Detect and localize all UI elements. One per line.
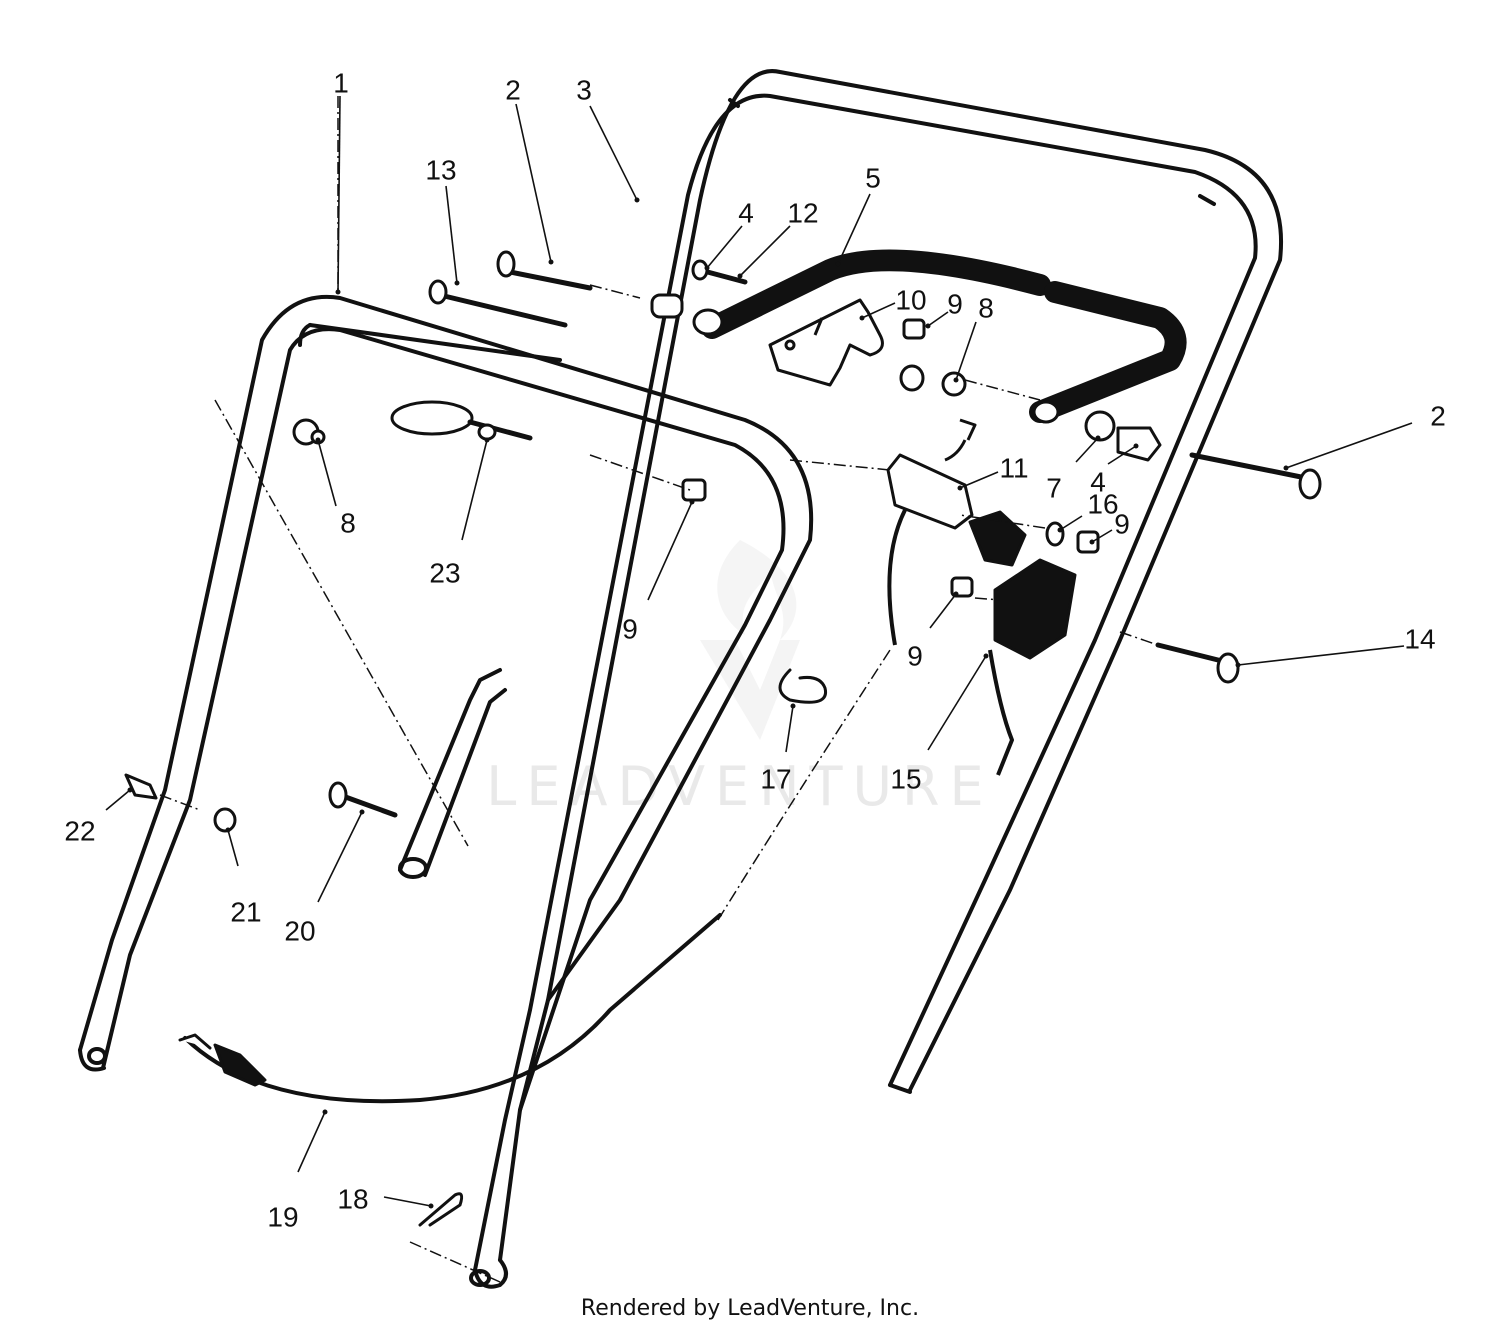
callout-leader-c10 [861, 302, 896, 319]
footer-credit: Rendered by LeadVenture, Inc. [580, 1296, 920, 1321]
callout-leader-c11 [959, 471, 999, 489]
callout-dot-c20 [359, 809, 365, 815]
callout-dot-c3 [634, 197, 640, 203]
callout-label-c4a: 4 [738, 197, 754, 228]
callout-label-c19: 19 [267, 1201, 298, 1232]
callout-leader-c1 [337, 95, 341, 293]
callout-dot-c21 [225, 827, 231, 833]
callout-label-c9d: 9 [907, 640, 923, 671]
callout-leader-c8a [955, 321, 977, 381]
callout-dot-c9b [1089, 539, 1095, 545]
callout-dot-c14 [1235, 662, 1241, 668]
watermark-logo [700, 540, 800, 740]
callout-leader-c9a [927, 311, 949, 327]
callout-label-c16: 16 [1087, 488, 1118, 519]
callout-label-c10: 10 [895, 284, 926, 315]
callout-label-c5: 5 [865, 162, 881, 193]
callout-label-c2b: 2 [1430, 400, 1446, 431]
switch-assembly [886, 418, 1077, 776]
callout-dot-c13 [454, 280, 460, 286]
callout-label-c20: 20 [284, 915, 315, 946]
callout-dot-c12 [737, 273, 743, 279]
bracket [768, 298, 884, 387]
upper-handle [469, 69, 1283, 1289]
callout-label-c1: 1 [333, 67, 349, 98]
callout-dot-c8b [315, 437, 321, 443]
callout-dot-c10 [859, 315, 865, 321]
callout-label-c13: 13 [425, 154, 456, 185]
callout-leader-c20 [317, 811, 363, 903]
callout-dot-c4a [704, 265, 710, 271]
callout-label-c9b: 9 [1114, 508, 1130, 539]
callout-dot-c4b [1133, 443, 1139, 449]
callout-label-c2a: 2 [505, 74, 521, 105]
callout-leader-c4b [1107, 445, 1137, 465]
callout-leader-c16 [1059, 515, 1083, 531]
callout-dot-c18 [428, 1203, 434, 1209]
callout-label-c11: 11 [999, 452, 1028, 483]
callout-leader-c21 [227, 829, 239, 867]
lower-handle [78, 295, 814, 1112]
callout-label-c7: 7 [1046, 472, 1062, 503]
callout-leader-c19 [297, 1111, 326, 1173]
callout-dot-c23 [484, 437, 490, 443]
callout-leader-c8b [317, 439, 337, 507]
hardware [124, 250, 1322, 1227]
callout-label-c18: 18 [337, 1183, 368, 1214]
callout-leader-c15 [927, 655, 987, 751]
callout-dot-c2a [548, 259, 554, 265]
callout-leader-c22 [105, 789, 131, 811]
callout-label-c12: 12 [787, 197, 818, 228]
callout-leader-c3 [589, 105, 638, 201]
callout-leader-c18 [383, 1196, 432, 1207]
callout-leader-c2b [1285, 422, 1413, 469]
callout-dot-c9c [689, 499, 695, 505]
callout-leader-c4a [706, 225, 743, 269]
bail-control [692, 249, 1187, 424]
callout-dot-c9a [925, 323, 931, 329]
callout-leader-c9d [929, 593, 957, 629]
callout-label-c8a: 8 [978, 292, 994, 323]
callout-label-c21: 21 [230, 896, 261, 927]
callout-dot-c5 [835, 261, 841, 267]
callout-leader-c13 [445, 185, 458, 284]
callout-leader-c7 [1075, 437, 1099, 463]
callout-label-c15: 15 [890, 763, 921, 794]
callout-leader-c14 [1237, 645, 1405, 666]
callout-dot-c11 [957, 485, 963, 491]
callout-dot-c16 [1057, 527, 1063, 533]
callout-dot-c7 [1095, 435, 1101, 441]
callout-leader-c9b [1091, 529, 1113, 543]
callout-leader-c5 [837, 193, 871, 265]
callout-dot-c2b [1283, 465, 1289, 471]
callout-label-c14: 14 [1404, 623, 1435, 654]
callout-dot-c19 [322, 1109, 328, 1115]
callout-leader-c23 [461, 439, 488, 541]
callout-dot-c9d [953, 591, 959, 597]
callout-label-c4b: 4 [1090, 466, 1106, 497]
callout-dot-c22 [127, 787, 133, 793]
callout-label-c9a: 9 [947, 288, 963, 319]
callout-label-c3: 3 [576, 74, 592, 105]
callout-leader-c9c [647, 501, 693, 601]
callout-dot-c17 [790, 703, 796, 709]
callout-leader-c12 [739, 225, 791, 277]
callout-label-c17: 17 [760, 763, 791, 794]
callout-label-c9c: 9 [622, 613, 638, 644]
callout-leader-c17 [785, 705, 794, 753]
callout-label-c8b: 8 [340, 507, 356, 538]
callout-dot-c15 [983, 653, 989, 659]
callout-dot-c1 [335, 289, 341, 295]
callout-label-c23: 23 [429, 557, 460, 588]
callout-leader-c2a [515, 103, 552, 263]
callout-dot-c8a [953, 377, 959, 383]
callout-label-c22: 22 [64, 815, 95, 846]
